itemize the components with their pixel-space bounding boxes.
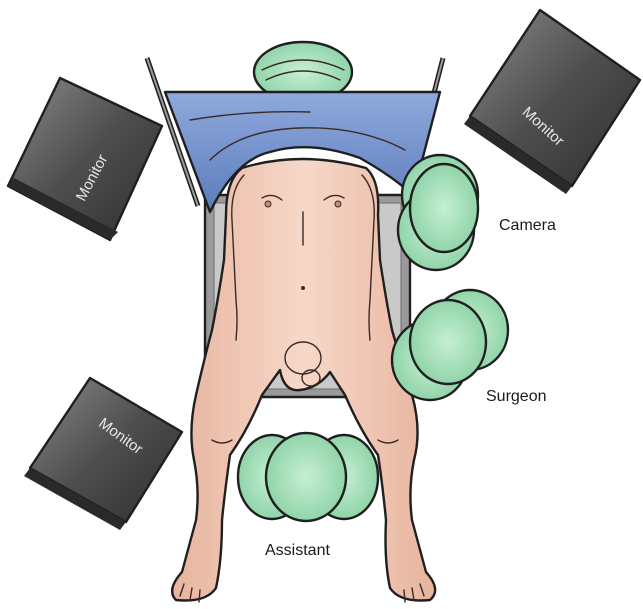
surgeon-label: Surgeon [486,388,547,405]
monitor-top-left: Monitor [8,78,162,240]
monitor-top-right: Monitor [464,10,640,194]
assistant-figure [238,433,378,521]
monitor-bottom-left: Monitor [24,378,182,530]
camera-label: Camera [499,217,556,234]
camera-operator [398,155,478,270]
assistant-label: Assistant [265,542,330,559]
